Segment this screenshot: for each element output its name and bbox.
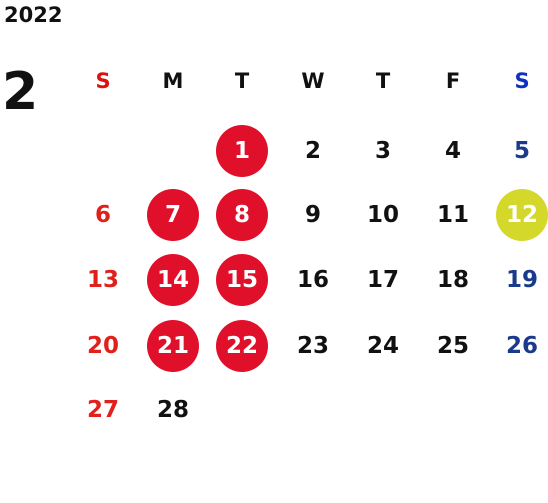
day-cell-14: 14 [147,254,199,306]
day-cell-26: 26 [505,333,538,359]
weekday-header-sat: S [514,69,530,93]
day-cell-15: 15 [216,254,268,306]
day-cell-5: 5 [513,138,530,164]
day-cell-22: 22 [216,320,268,372]
day-cell-6: 6 [94,202,111,228]
day-cell-19: 19 [505,267,538,293]
year-label: 2022 [4,3,63,27]
day-cell-24: 24 [366,333,399,359]
weekday-header-mon: M [162,69,184,93]
weekday-header-sun: S [95,69,111,93]
day-cell-16: 16 [296,267,329,293]
day-cell-7: 7 [147,189,199,241]
day-cell-13: 13 [86,267,119,293]
day-cell-17: 17 [366,267,399,293]
day-cell-12: 12 [496,189,548,241]
day-cell-23: 23 [296,333,329,359]
day-cell-3: 3 [374,138,391,164]
day-cell-11: 11 [436,202,469,228]
day-cell-9: 9 [304,202,321,228]
weekday-header-wed: W [301,69,325,93]
month-label: 2 [2,62,39,122]
day-cell-27: 27 [86,397,119,423]
day-cell-25: 25 [436,333,469,359]
weekday-header-fri: F [445,69,461,93]
day-cell-2: 2 [304,138,321,164]
day-cell-10: 10 [366,202,399,228]
day-cell-21: 21 [147,320,199,372]
day-cell-1: 1 [216,125,268,177]
day-cell-8: 8 [216,189,268,241]
day-cell-18: 18 [436,267,469,293]
weekday-header-thu: T [375,69,391,93]
day-cell-4: 4 [444,138,461,164]
day-cell-28: 28 [156,397,189,423]
day-cell-20: 20 [86,333,119,359]
weekday-header-tue: T [234,69,250,93]
